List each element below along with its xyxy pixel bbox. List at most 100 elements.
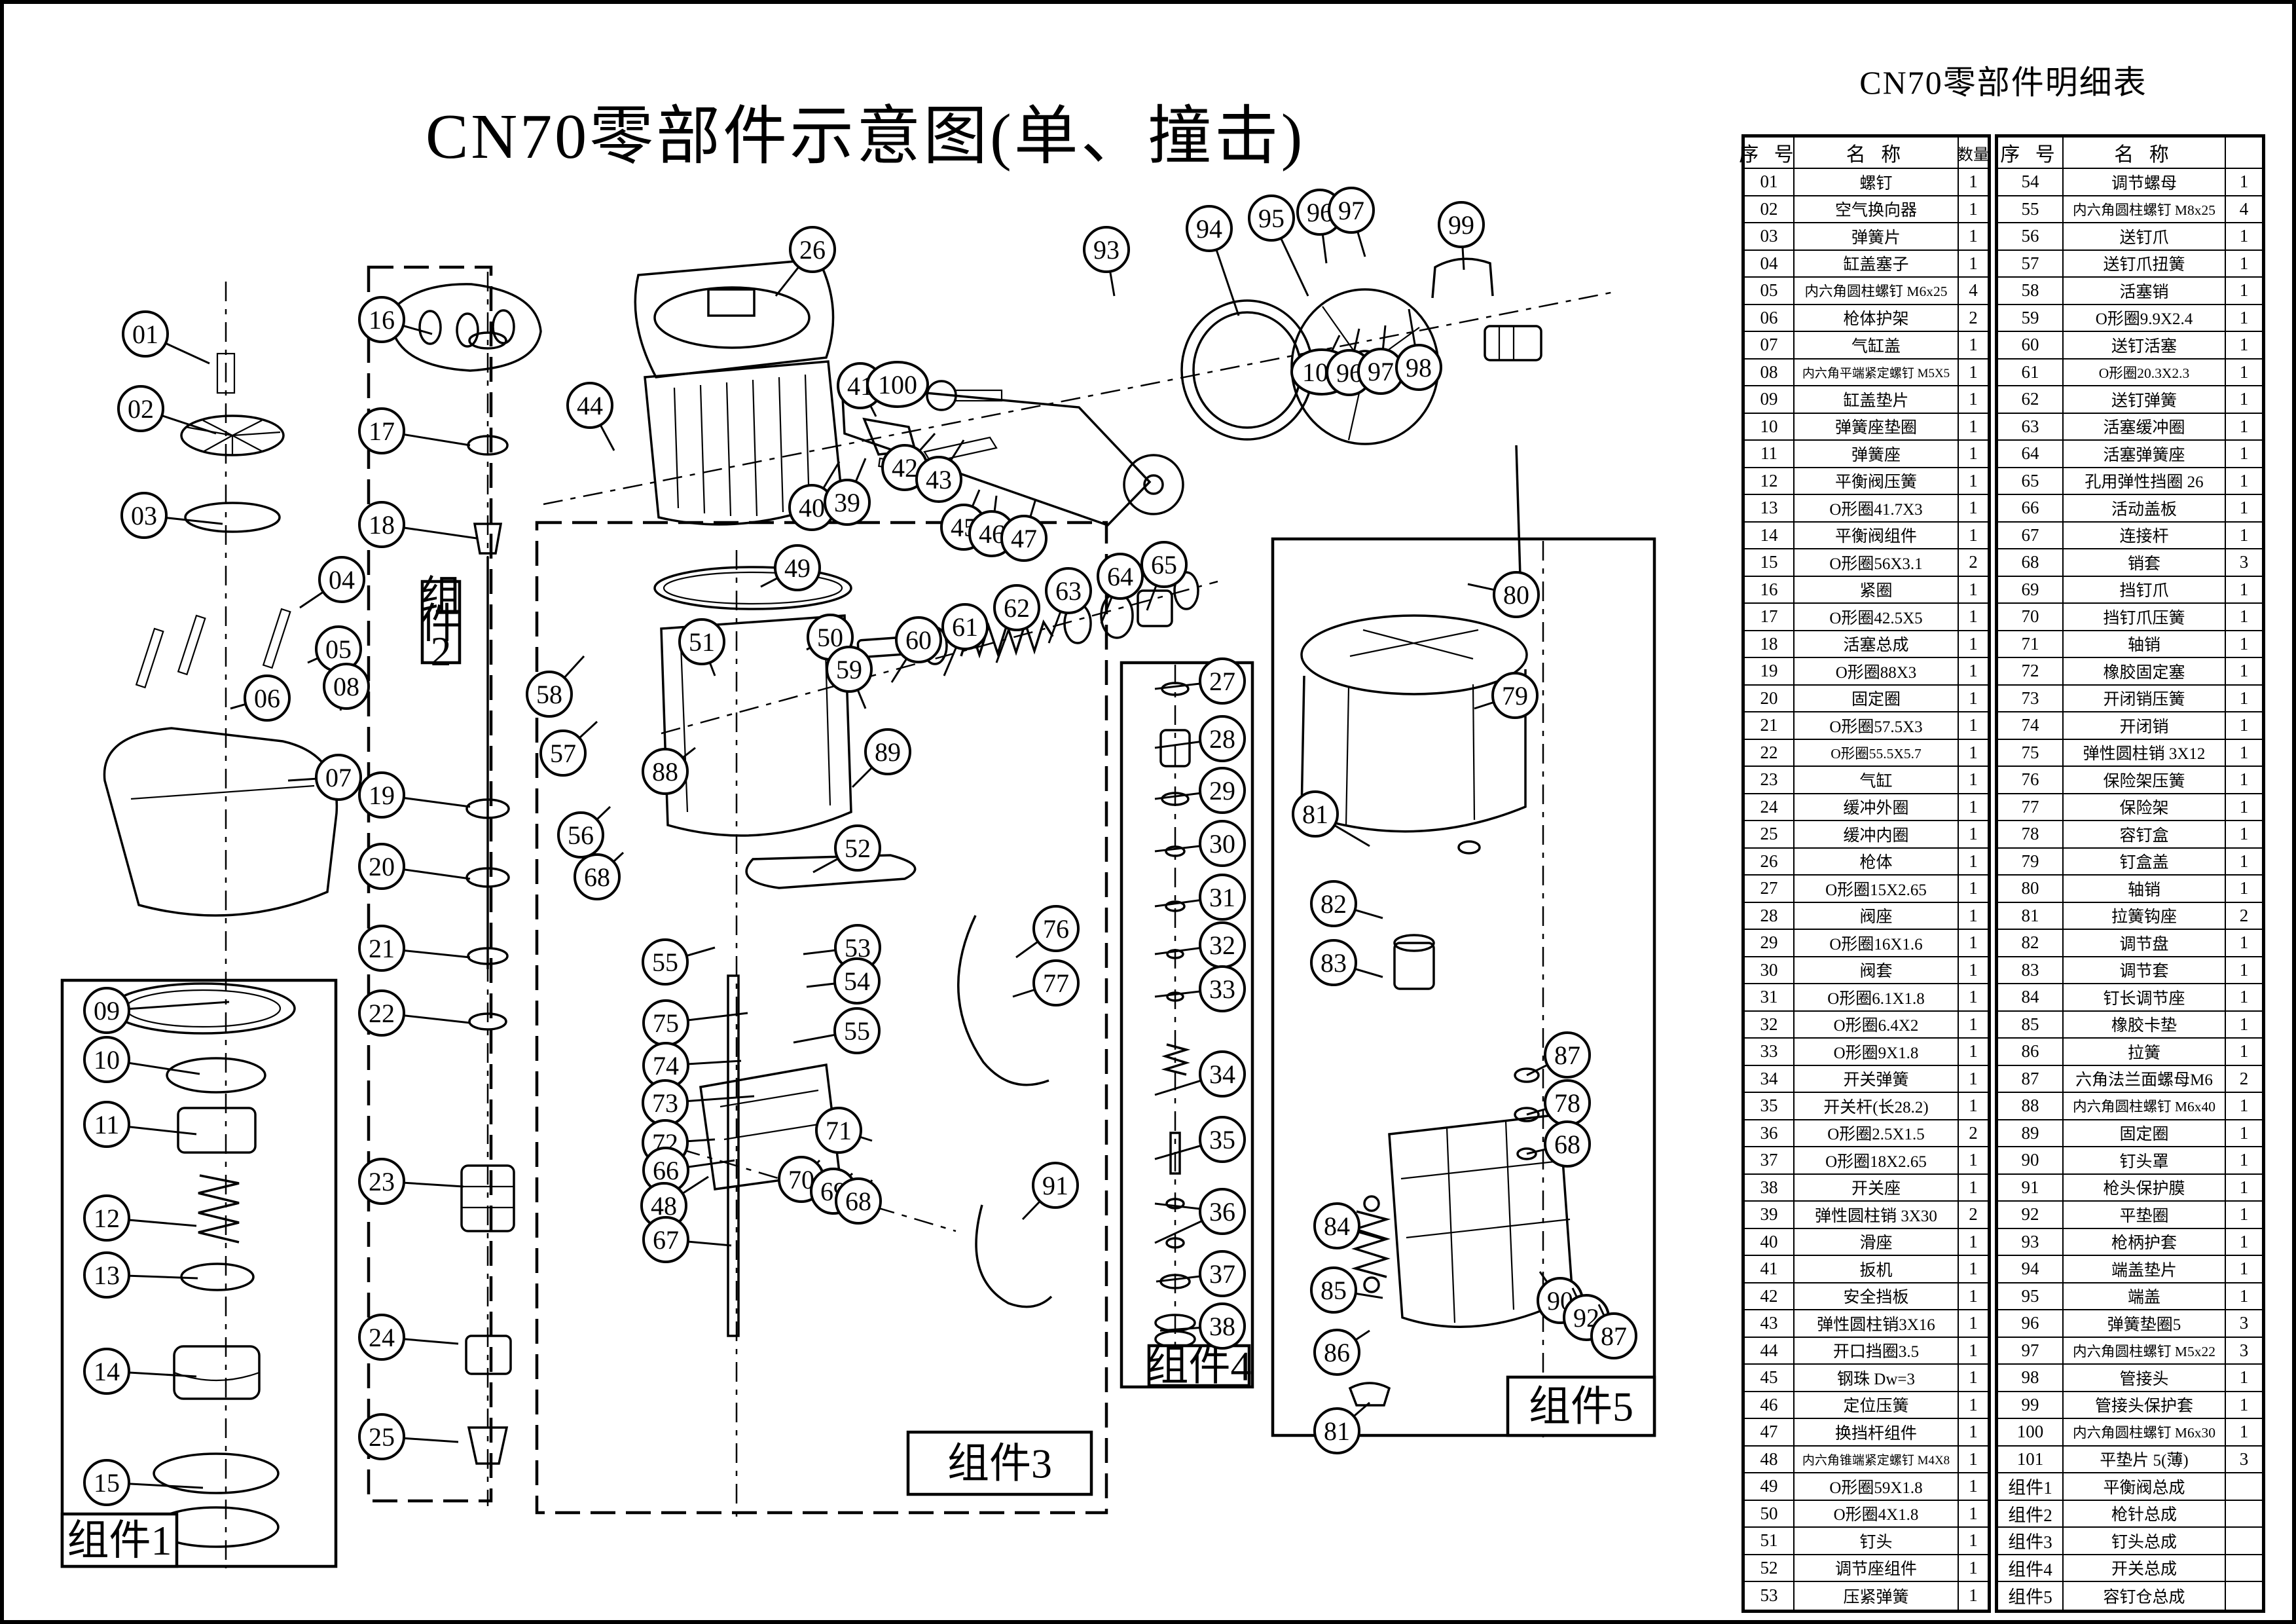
parts-table-title: CN70零部件明细表 (1859, 64, 2147, 101)
part-qty: 1 (1959, 1419, 1988, 1447)
part-no: 20 (1745, 685, 1795, 712)
balloon-number: 87 (1601, 1321, 1627, 1351)
part-qty: 3 (2226, 549, 2262, 577)
part-name: 枪体 (1795, 848, 1959, 876)
balloon-number: 26 (799, 235, 826, 265)
part-qty: 1 (2226, 604, 2262, 631)
part-no: 18 (1745, 631, 1795, 658)
part-no: 40 (1745, 1228, 1795, 1256)
part-no: 48 (1745, 1446, 1795, 1473)
part-no: 80 (1998, 876, 2064, 903)
part-no: 82 (1998, 930, 2064, 957)
balloon-26 (789, 226, 836, 273)
part-qty: 1 (2226, 1256, 2262, 1283)
part-qty: 1 (2226, 631, 2262, 658)
part-name: 活塞缓冲圈 (2064, 413, 2226, 441)
part-qty: 2 (1959, 549, 1988, 577)
part-qty (2226, 1501, 2262, 1528)
part-no: 35 (1745, 1093, 1795, 1120)
part-no: 91 (1998, 1174, 2064, 1202)
balloon-number: 08 (333, 672, 359, 701)
balloon-number: 50 (817, 623, 843, 652)
group-label-box (906, 1430, 1093, 1496)
balloon-number: 22 (369, 999, 395, 1028)
part-no: 65 (1998, 468, 2064, 495)
part-no: 19 (1745, 658, 1795, 686)
part-no: 组件2 (1998, 1500, 2064, 1528)
part-qty: 1 (2226, 577, 2262, 604)
part-no: 45 (1745, 1365, 1795, 1392)
balloon-number: 66 (653, 1156, 679, 1185)
group-label: 组 (420, 573, 462, 619)
balloon-21 (358, 925, 405, 972)
part-name: 弹性圆柱销 3X30 (1795, 1202, 1959, 1229)
balloon-88 (642, 748, 689, 795)
balloon-number: 13 (94, 1261, 120, 1290)
part-no: 53 (1745, 1582, 1795, 1610)
balloon-number: 47 (1011, 524, 1037, 553)
part-no: 58 (1998, 278, 2064, 305)
part-name: 开关杆(长28.2) (1795, 1093, 1959, 1120)
balloon-number: 63 (1055, 576, 1082, 606)
balloon-number: 46 (979, 519, 1005, 549)
part-name: 六角法兰面螺母M6 (2064, 1065, 2226, 1093)
part-name: 枪柄护套 (2064, 1228, 2226, 1256)
part-qty: 1 (1959, 1283, 1988, 1310)
part-no: 63 (1998, 413, 2064, 441)
balloon-number: 98 (1406, 353, 1432, 382)
part-qty: 1 (1959, 821, 1988, 849)
part-no: 68 (1998, 549, 2064, 577)
balloon-27 (1199, 657, 1246, 705)
part-name: 钉头罩 (2064, 1147, 2226, 1175)
part-qty: 1 (1959, 984, 1988, 1012)
part-qty: 1 (1959, 1365, 1988, 1392)
balloon-number: 67 (653, 1225, 679, 1255)
balloon-38 (1199, 1302, 1246, 1350)
balloon-number: 78 (1554, 1088, 1580, 1118)
part-qty: 1 (2226, 468, 2262, 495)
part-name: 内六角平端紧定螺钉 M5X5 (1795, 359, 1959, 386)
balloon-number: 01 (132, 320, 158, 349)
part-no: 25 (1745, 821, 1795, 849)
group-box-组件3 (535, 521, 1108, 1515)
part-no: 26 (1745, 848, 1795, 876)
part-no: 90 (1998, 1147, 2064, 1175)
part-name: 平垫圈 (2064, 1202, 2226, 1229)
part-qty: 1 (1959, 169, 1988, 196)
balloon-49 (774, 544, 821, 591)
balloon-84 (1313, 1202, 1360, 1249)
balloon-number: 99 (1448, 210, 1474, 240)
balloon-number: 19 (369, 781, 395, 810)
balloon-58 (526, 671, 573, 718)
part-no: 06 (1745, 304, 1795, 332)
balloon-number: 30 (1209, 829, 1235, 858)
balloon-63 (1045, 567, 1092, 614)
part-qty (2226, 1528, 2262, 1555)
part-name: 固定圈 (1795, 685, 1959, 712)
balloon-number: 83 (1321, 948, 1347, 978)
part-name: 保险架压簧 (2064, 767, 2226, 794)
col-header-no: 序 号 (1998, 138, 2064, 169)
part-qty: 1 (1959, 1555, 1988, 1582)
part-no: 21 (1745, 712, 1795, 740)
group-label: 2 (431, 628, 452, 674)
part-qty: 1 (2226, 332, 2262, 360)
part-no: 16 (1745, 576, 1795, 604)
part-qty: 1 (2226, 1365, 2262, 1392)
balloon-number: 28 (1209, 724, 1235, 754)
balloon-68 (835, 1177, 882, 1225)
balloon-16 (358, 296, 405, 343)
part-name: 滑座 (1795, 1228, 1959, 1256)
part-no: 37 (1745, 1147, 1795, 1175)
balloon-number: 40 (799, 493, 825, 523)
part-no: 29 (1745, 930, 1795, 957)
balloon-97 (1328, 187, 1375, 234)
balloon-number: 95 (1258, 204, 1285, 233)
balloon-number: 32 (1209, 931, 1235, 960)
balloon-number: 81 (1324, 1416, 1350, 1446)
part-name: 枪体护架 (1795, 304, 1959, 332)
group-label-box (1506, 1375, 1656, 1437)
part-name: O形圈59X1.8 (1795, 1473, 1959, 1501)
balloon-number: 36 (1209, 1197, 1235, 1227)
part-qty: 1 (2226, 1229, 2262, 1256)
